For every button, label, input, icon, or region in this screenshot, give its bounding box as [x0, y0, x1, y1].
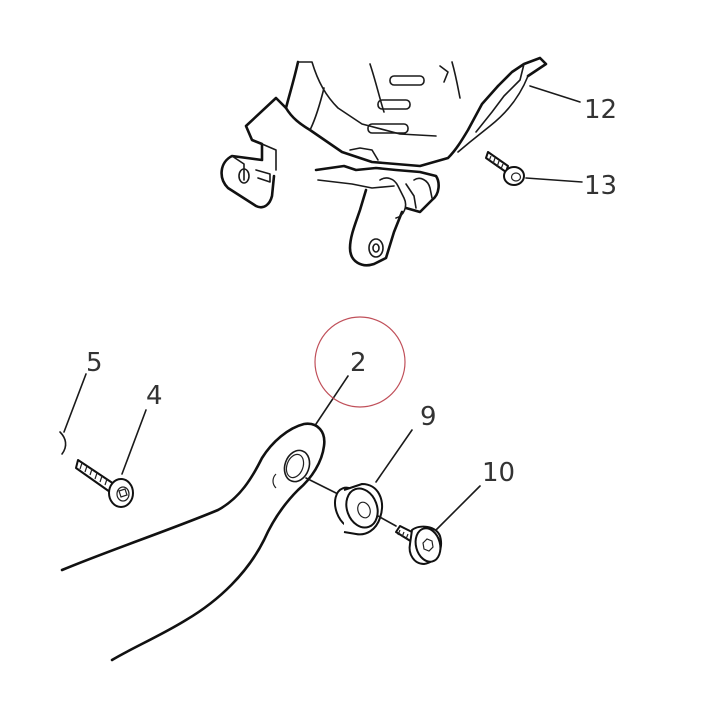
leader-line-4 — [121, 409, 147, 475]
leader-line-13 — [525, 177, 583, 183]
assembly-axis-line-2 — [377, 515, 397, 527]
callout-12: 12 — [584, 95, 617, 125]
callout-5: 5 — [86, 348, 103, 378]
part-9-spacer — [334, 483, 383, 536]
part-2-arm — [60, 422, 326, 662]
callout-9: 9 — [420, 402, 437, 432]
part-5-edge — [59, 431, 67, 455]
part-4-bolt — [75, 459, 134, 508]
leader-line-12 — [529, 85, 581, 103]
leader-line-2 — [315, 375, 349, 425]
callout-4: 4 — [146, 381, 163, 411]
highlight-circle — [314, 316, 406, 408]
callout-13: 13 — [584, 171, 617, 201]
callout-2: 2 — [350, 348, 367, 378]
callout-10: 10 — [482, 458, 515, 488]
assembly-axis-line — [305, 477, 343, 497]
leader-line-5 — [63, 373, 87, 433]
part-10-screw — [395, 525, 442, 565]
leader-line-10 — [435, 485, 481, 531]
part-12-bracket-assembly — [220, 56, 548, 267]
leader-line-9 — [375, 429, 413, 483]
part-13-screw — [485, 151, 525, 186]
